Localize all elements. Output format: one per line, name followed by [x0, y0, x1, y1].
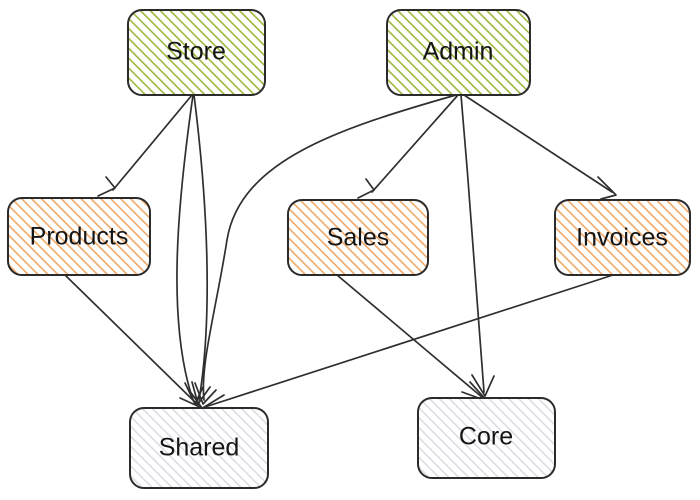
edge-layer — [64, 94, 617, 411]
node-invoices-shape[interactable] — [554, 199, 691, 276]
node-sales[interactable]: Sales — [287, 199, 429, 276]
edge-admin-core — [460, 94, 495, 397]
edge-admin-shared — [194, 94, 457, 405]
node-sales-shape[interactable] — [287, 199, 429, 276]
edge-store-shared-b — [191, 94, 211, 405]
node-shared-shape[interactable] — [129, 407, 269, 489]
node-layer: Store Admin Products Sales Invoices Shar — [7, 9, 691, 489]
node-store[interactable]: Store — [127, 9, 266, 96]
node-products[interactable]: Products — [7, 197, 151, 276]
edge-sales-core — [336, 274, 488, 402]
edge-store-products — [97, 94, 193, 197]
node-core-shape[interactable] — [417, 397, 556, 479]
node-invoices[interactable]: Invoices — [554, 199, 691, 276]
node-admin-shape[interactable] — [386, 9, 531, 96]
edge-admin-sales — [357, 94, 459, 199]
edge-products-shared — [64, 274, 203, 409]
node-admin[interactable]: Admin — [386, 9, 531, 96]
node-core[interactable]: Core — [417, 397, 556, 479]
edge-invoices-shared — [200, 274, 614, 411]
node-shared[interactable]: Shared — [129, 407, 269, 489]
node-store-shape[interactable] — [127, 9, 266, 96]
edge-admin-invoices — [463, 94, 617, 200]
node-products-shape[interactable] — [7, 197, 151, 276]
